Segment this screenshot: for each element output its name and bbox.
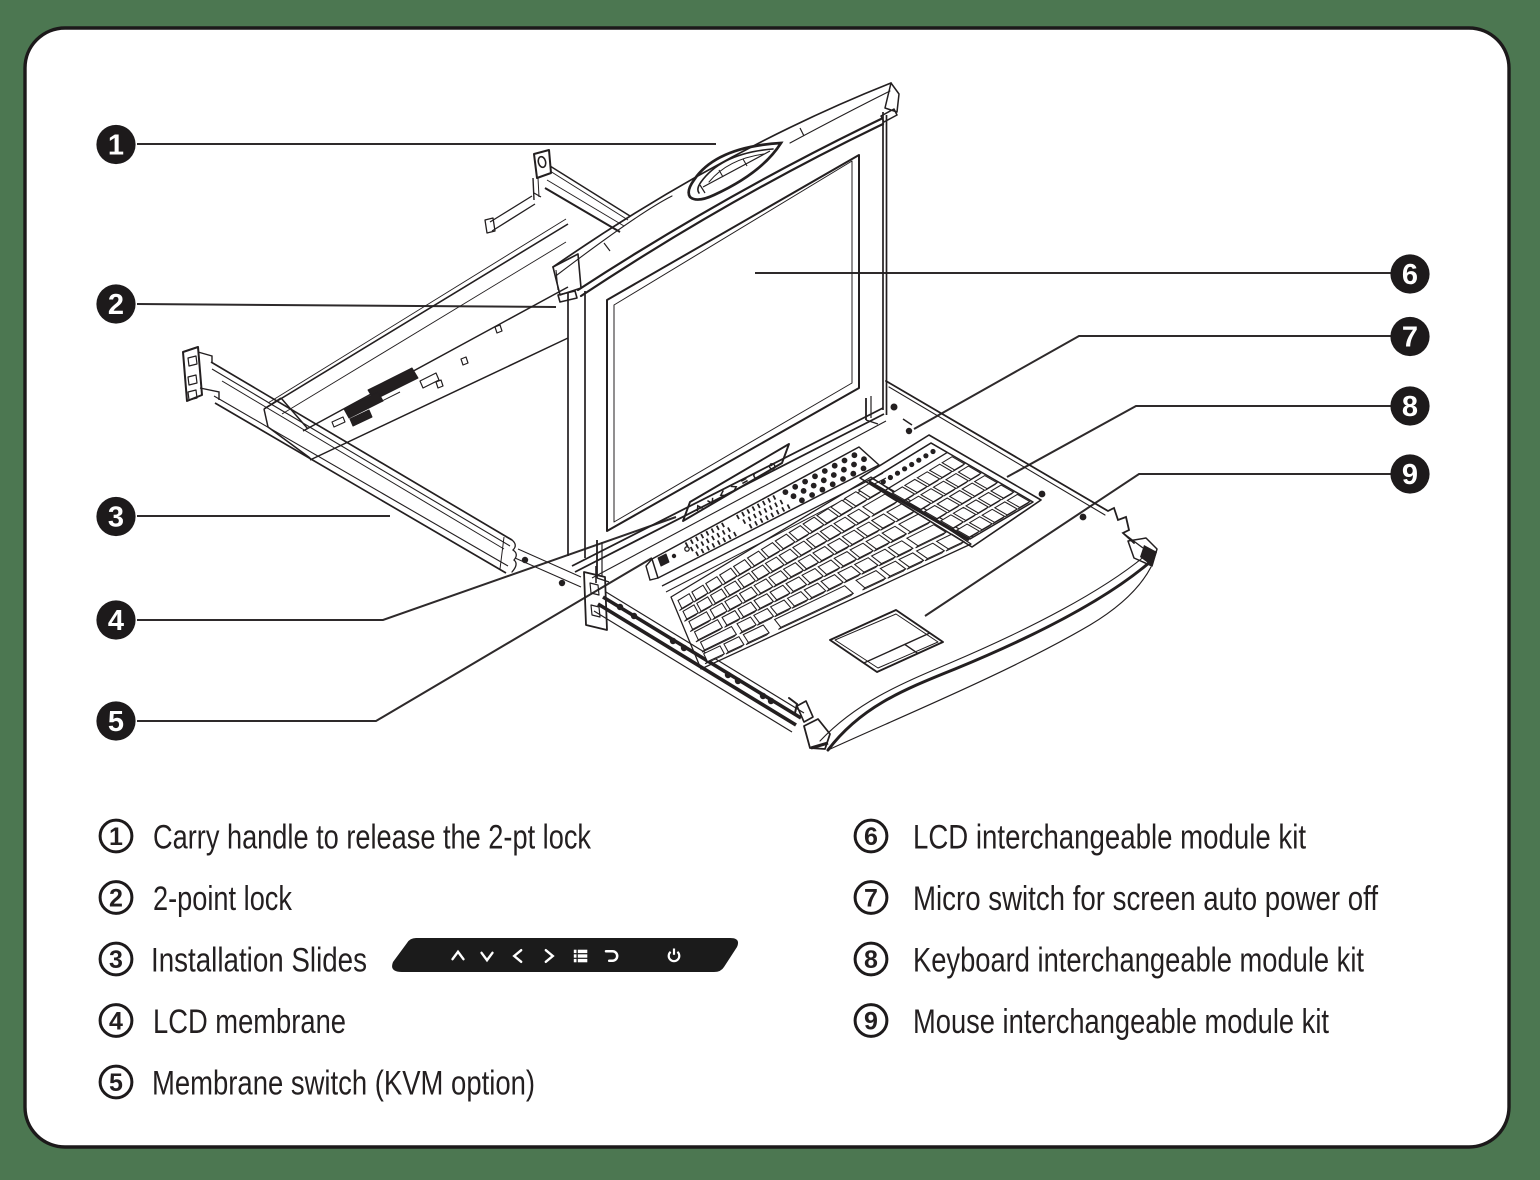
svg-text:1: 1 — [109, 823, 123, 851]
svg-text:2-point lock: 2-point lock — [153, 880, 293, 918]
svg-text:Keyboard interchangeable modul: Keyboard interchangeable module kit — [913, 942, 1364, 980]
svg-text:Membrane switch (KVM option): Membrane switch (KVM option) — [152, 1065, 535, 1103]
svg-text:7: 7 — [864, 885, 878, 913]
svg-text:1: 1 — [108, 130, 124, 162]
svg-text:Micro switch for screen auto p: Micro switch for screen auto power off — [913, 880, 1378, 918]
svg-text:5: 5 — [108, 706, 124, 738]
svg-text:9: 9 — [1402, 459, 1418, 491]
svg-text:7: 7 — [1402, 322, 1418, 354]
svg-text:Carry handle to release the 2-: Carry handle to release the 2-pt lock — [153, 819, 592, 857]
svg-text:8: 8 — [864, 946, 878, 974]
svg-text:5: 5 — [109, 1069, 123, 1097]
svg-text:2: 2 — [108, 289, 124, 321]
svg-text:Installation Slides: Installation Slides — [151, 942, 367, 980]
svg-text:4: 4 — [109, 1008, 123, 1036]
svg-text:6: 6 — [864, 823, 878, 851]
svg-text:3: 3 — [109, 946, 123, 974]
svg-text:9: 9 — [864, 1008, 878, 1036]
svg-text:8: 8 — [1402, 391, 1418, 423]
svg-text:3: 3 — [108, 502, 124, 534]
svg-text:LCD interchangeable module kit: LCD interchangeable module kit — [913, 819, 1306, 857]
svg-text:Mouse interchangeable module k: Mouse interchangeable module kit — [913, 1003, 1329, 1041]
svg-text:LCD membrane: LCD membrane — [153, 1003, 346, 1041]
svg-text:6: 6 — [1402, 259, 1418, 291]
svg-text:2: 2 — [109, 885, 123, 913]
svg-text:4: 4 — [108, 605, 124, 637]
